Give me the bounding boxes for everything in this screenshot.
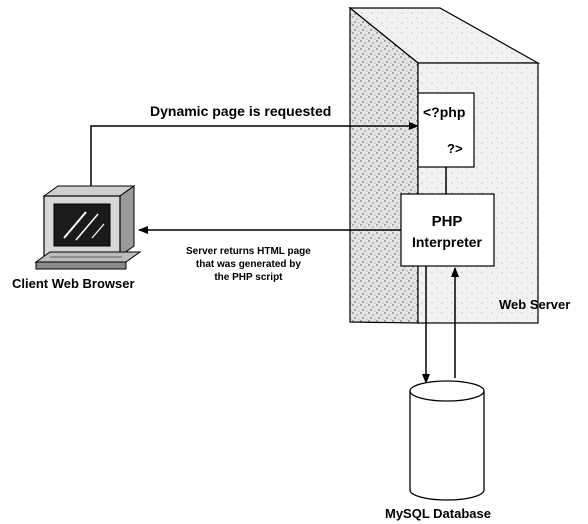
- client-label: Client Web Browser: [12, 276, 135, 291]
- database-cylinder: [409, 380, 485, 501]
- request-label: Dynamic page is requested: [150, 103, 332, 119]
- client-screen: [53, 203, 111, 247]
- interpreter-line1: PHP: [432, 213, 463, 230]
- php-code-box: <?php ?>: [417, 92, 475, 168]
- response-label-line: the PHP script: [214, 272, 283, 283]
- php-close-tag: ?>: [447, 141, 463, 156]
- response-label: Server returns HTML page that was genera…: [186, 245, 311, 284]
- php-open-tag: <?php: [423, 104, 465, 120]
- server-label: Web Server: [499, 297, 571, 312]
- client-computer-icon: [34, 185, 142, 270]
- database-label: MySQL Database: [385, 506, 491, 521]
- response-label-line: that was generated by: [195, 259, 301, 270]
- request-arrow: [90, 122, 419, 190]
- interpreter-line2: Interpreter: [412, 234, 483, 250]
- response-label-line: Server returns HTML page: [186, 246, 311, 257]
- server-side-face: [349, 6, 419, 324]
- php-interpreter-box: PHP Interpreter: [400, 193, 495, 267]
